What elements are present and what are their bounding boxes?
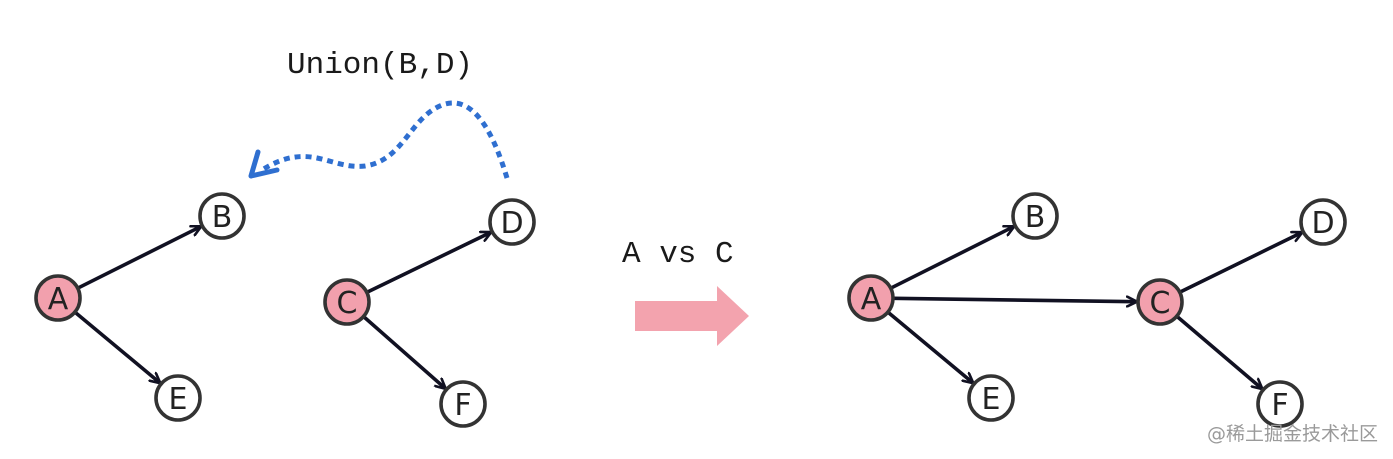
node-circle: [1136, 278, 1184, 326]
node-label: F: [1271, 388, 1288, 423]
before-edges: [73, 224, 491, 389]
node-f: F: [439, 380, 487, 428]
node-label: C: [337, 286, 358, 321]
after-nodes: A B E C D F: [847, 192, 1347, 428]
node-e: E: [967, 374, 1015, 422]
node-circle: [1011, 192, 1059, 240]
node-circle: [488, 198, 536, 246]
node-label: E: [982, 382, 1001, 417]
edge-a-e: [73, 310, 160, 383]
node-circle: [1256, 380, 1304, 428]
node-d: D: [1299, 198, 1347, 246]
edge-c-f: [1175, 314, 1262, 388]
edge-a-c: [891, 298, 1136, 301]
node-circle: [967, 374, 1015, 422]
node-label: A: [48, 282, 69, 317]
union-arrow: [248, 100, 510, 179]
union-arrow-head: [248, 149, 280, 179]
node-circle: [154, 374, 202, 422]
node-b: B: [198, 192, 246, 240]
node-circle: [323, 278, 371, 326]
watermark: @稀土掘金技术社区: [1207, 423, 1378, 445]
node-a: A: [34, 274, 82, 322]
edge-a-b: [888, 224, 1014, 291]
node-label: D: [500, 206, 523, 241]
node-f: F: [1256, 380, 1304, 428]
node-b: B: [1011, 192, 1059, 240]
edge-c-d: [364, 233, 491, 295]
edge-a-b: [75, 224, 201, 291]
node-circle: [34, 274, 82, 322]
node-label: F: [454, 388, 471, 423]
after-edges: [886, 224, 1302, 389]
node-label: D: [1311, 206, 1334, 241]
node-label: B: [212, 200, 233, 235]
transition-arrow: [635, 286, 749, 346]
node-c: C: [1136, 278, 1184, 326]
node-a: A: [847, 274, 895, 322]
edge-c-f: [361, 314, 446, 389]
before-nodes: A B E C D F: [34, 192, 536, 428]
node-label: A: [861, 282, 882, 317]
comparison-label: A vs C: [622, 237, 734, 272]
node-circle: [198, 192, 246, 240]
node-label: E: [169, 382, 188, 417]
edge-c-d: [1177, 233, 1302, 295]
node-d: D: [488, 198, 536, 246]
edge-a-e: [886, 310, 973, 383]
union-operation-label: Union(B,D): [287, 48, 473, 83]
node-label: B: [1025, 200, 1046, 235]
node-c: C: [323, 278, 371, 326]
node-label: C: [1150, 286, 1171, 321]
node-circle: [847, 274, 895, 322]
node-e: E: [154, 374, 202, 422]
node-circle: [1299, 198, 1347, 246]
node-circle: [439, 380, 487, 428]
